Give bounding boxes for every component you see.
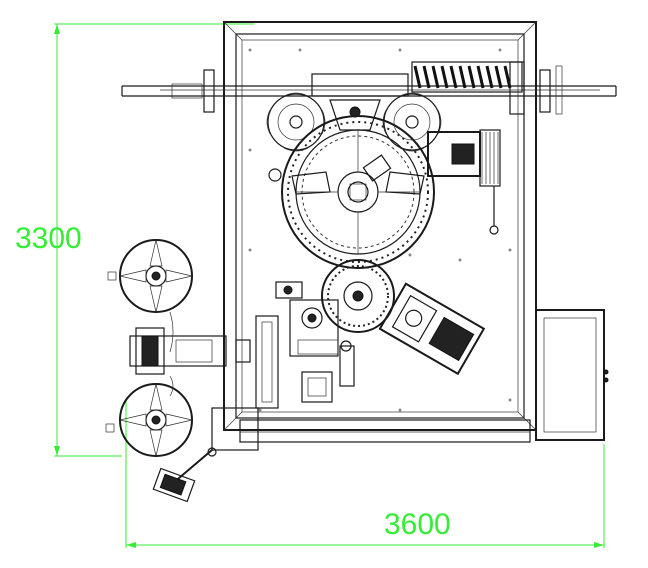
height-dimension-label: 3300 <box>15 222 82 255</box>
height-dimension <box>54 23 254 457</box>
main-turret <box>268 115 435 269</box>
star-wheel-right <box>382 92 442 152</box>
label-reel-top <box>107 239 193 313</box>
conveyor <box>121 65 617 115</box>
lever-assembly <box>152 407 259 503</box>
label-reel-bottom <box>105 383 193 457</box>
labeling-head <box>378 282 486 376</box>
width-dimension-label: 3600 <box>384 508 451 541</box>
bolt-markers <box>248 48 512 412</box>
screw-feeder <box>311 61 525 115</box>
unwinder-unit <box>129 311 251 397</box>
electrical-cabinet <box>535 309 609 441</box>
left-lower-assembly <box>255 281 355 409</box>
main-frame <box>223 21 537 443</box>
center-guide <box>329 99 381 131</box>
star-wheel-left <box>266 92 326 152</box>
capper-wheel <box>321 259 395 333</box>
width-dimension <box>125 400 605 548</box>
drive-motor <box>427 129 501 235</box>
